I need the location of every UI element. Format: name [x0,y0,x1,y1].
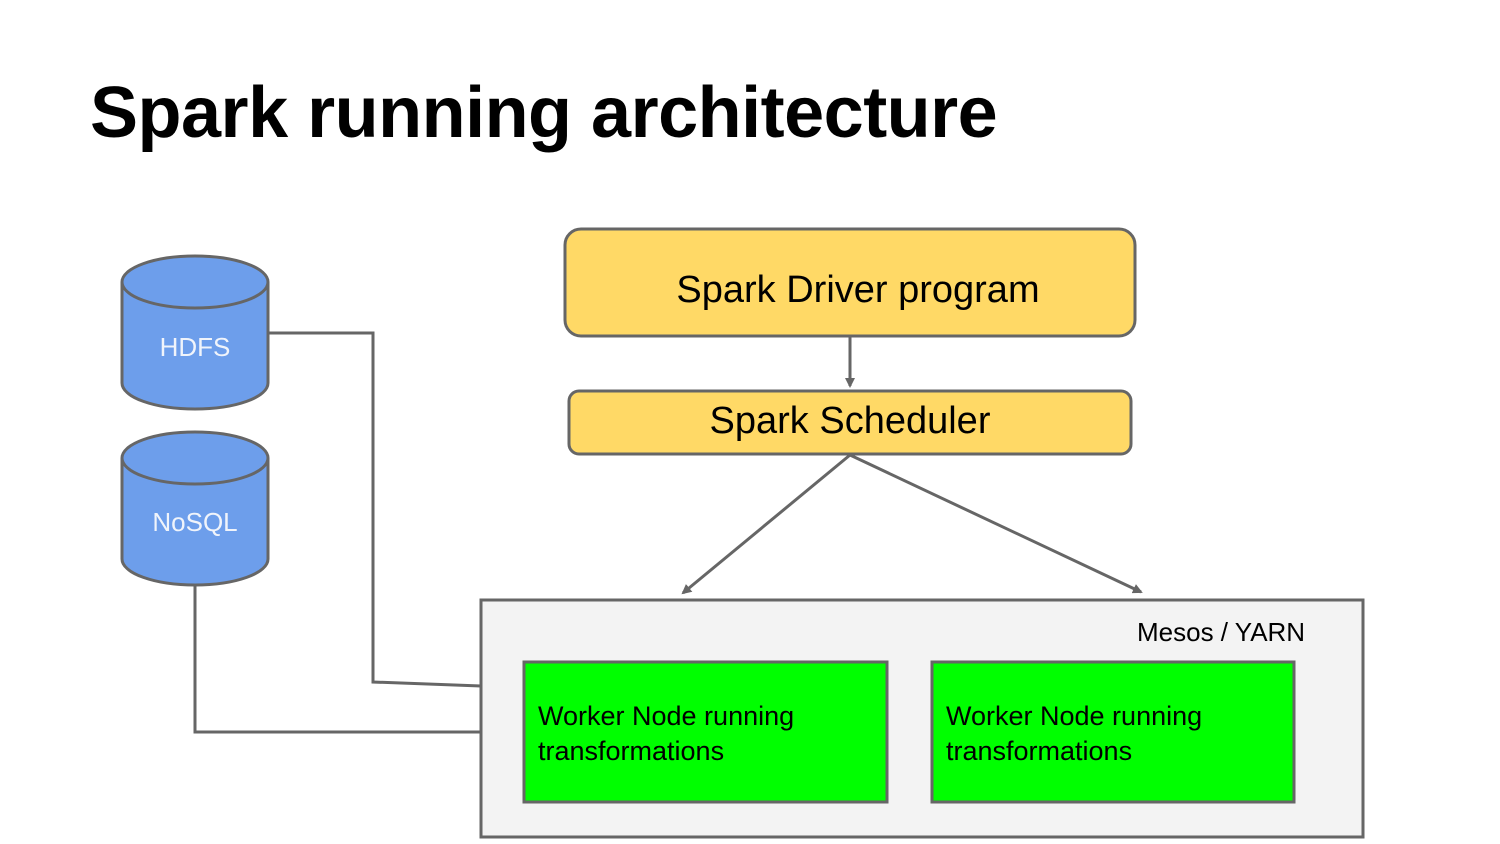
nosql-label: NoSQL [152,507,238,537]
spark-scheduler-box [567,389,1133,456]
nosql-database-icon [120,430,270,587]
worker-node-1-label: Worker Node running transformations [538,701,795,766]
scheduler-to-worker2-arrow [849,453,1143,594]
spark-scheduler-label: Spark Scheduler [709,400,991,442]
hdfs-database-icon [120,254,270,411]
slide-title: Spark running architecture [90,73,998,153]
hdfs-label: HDFS [159,332,231,362]
spark-driver-box [563,227,1137,338]
hdfs-connector [268,331,482,688]
worker-node-2-label: Worker Node running transformations [946,701,1203,766]
cluster-label: Mesos / YARN [1137,617,1306,647]
worker-node-1 [522,660,889,804]
worker-node-2 [930,660,1296,804]
scheduler-to-worker1-arrow [681,453,851,595]
nosql-connector [193,585,524,734]
spark-driver-label: Spark Driver program [676,269,1040,311]
